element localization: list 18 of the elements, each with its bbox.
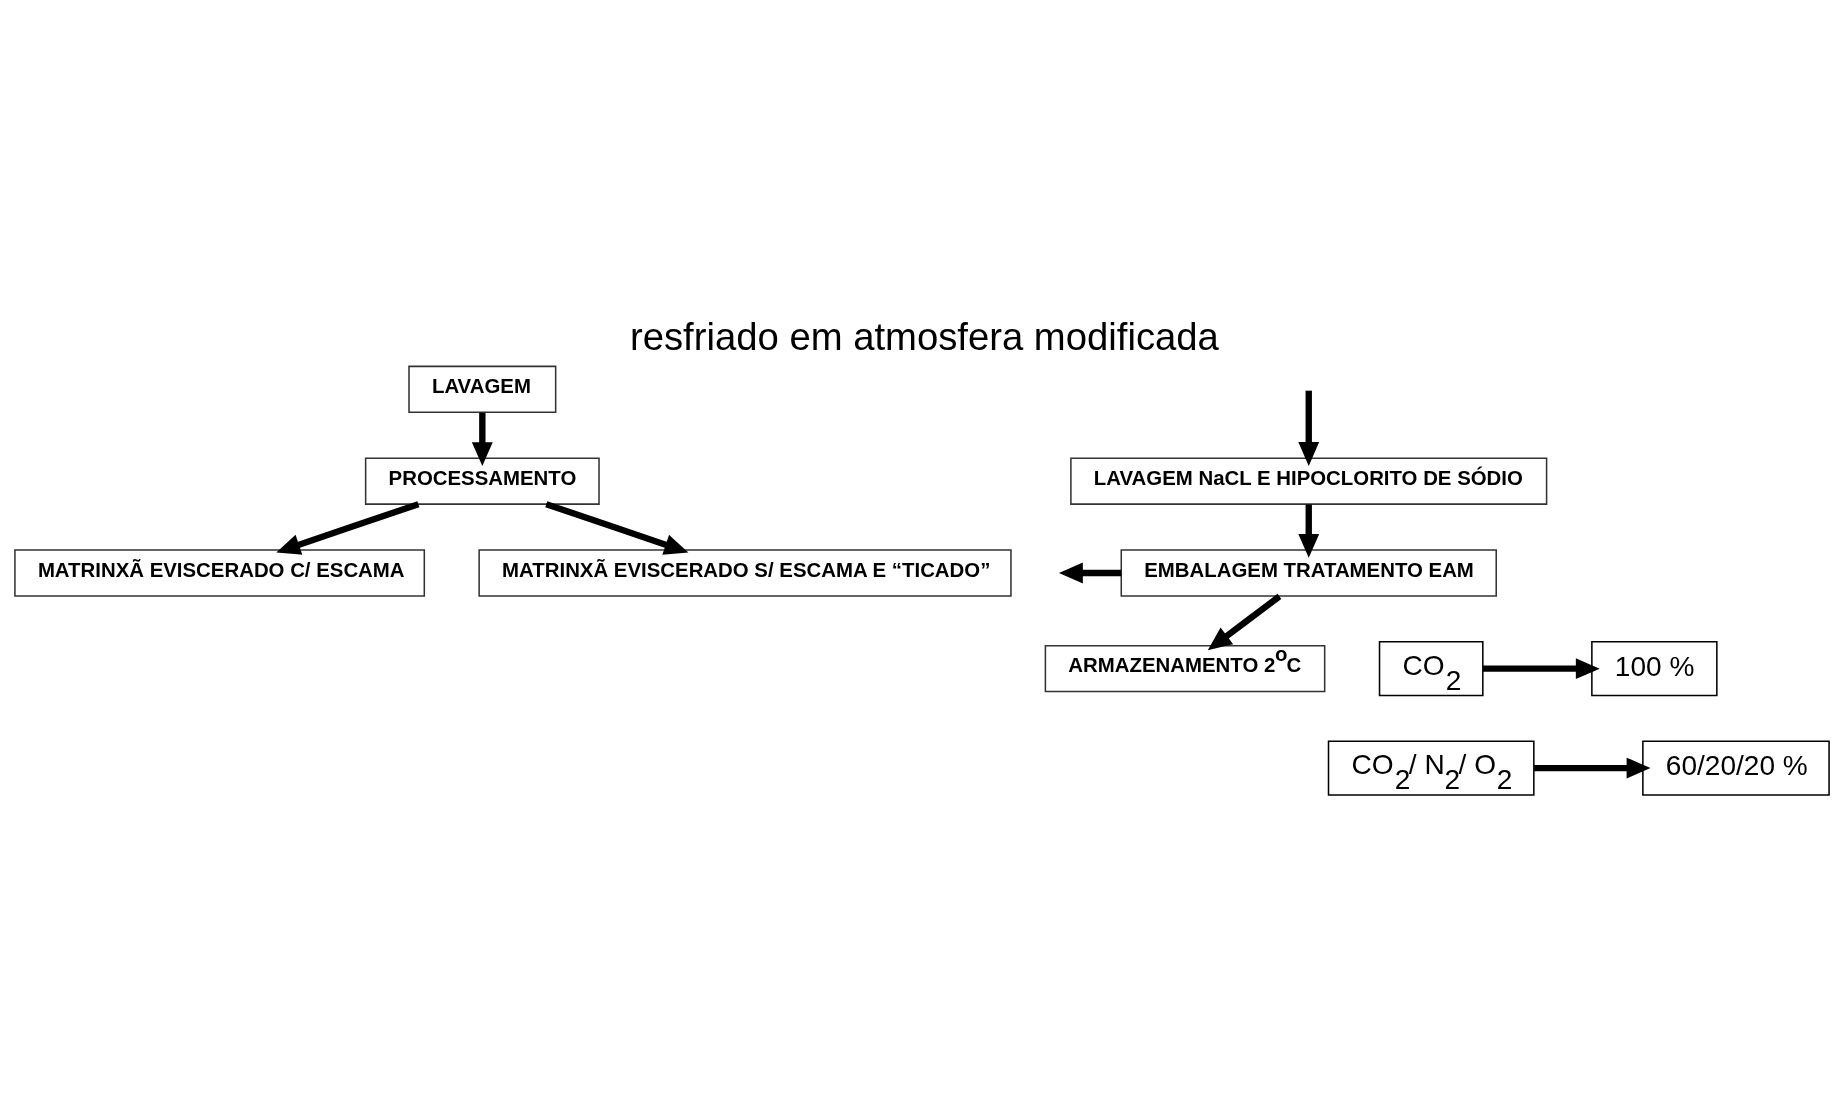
node-box: 60/20/20 % — [1641, 740, 1830, 796]
node-box: PROCESSAMENTO — [364, 457, 600, 505]
arrow — [1058, 562, 1121, 584]
diagram-title: resfriado em atmosfera modificada — [629, 314, 1219, 358]
node-box: LAVAGEM NaCL E HIPOCLORITO DE SÓDIO — [1069, 457, 1547, 505]
arrow — [544, 501, 688, 555]
arrow — [1533, 757, 1650, 779]
arrow — [471, 412, 493, 467]
node-box: MATRINXÃ EVISCERADO C/ ESCAMA — [13, 549, 425, 597]
node-box: LAVAGEM — [407, 365, 556, 414]
node-box: EMBALAGEM TRATAMENTO EAM — [1120, 549, 1497, 597]
arrow — [275, 501, 419, 555]
arrow — [1207, 593, 1281, 651]
node-box: 100 % — [1590, 641, 1718, 697]
arrow — [1297, 390, 1319, 466]
arrow — [1482, 658, 1600, 680]
node-box: MATRINXÃ EVISCERADO S/ ESCAMA E “TICADO” — [477, 549, 1012, 597]
arrow — [1297, 504, 1319, 558]
